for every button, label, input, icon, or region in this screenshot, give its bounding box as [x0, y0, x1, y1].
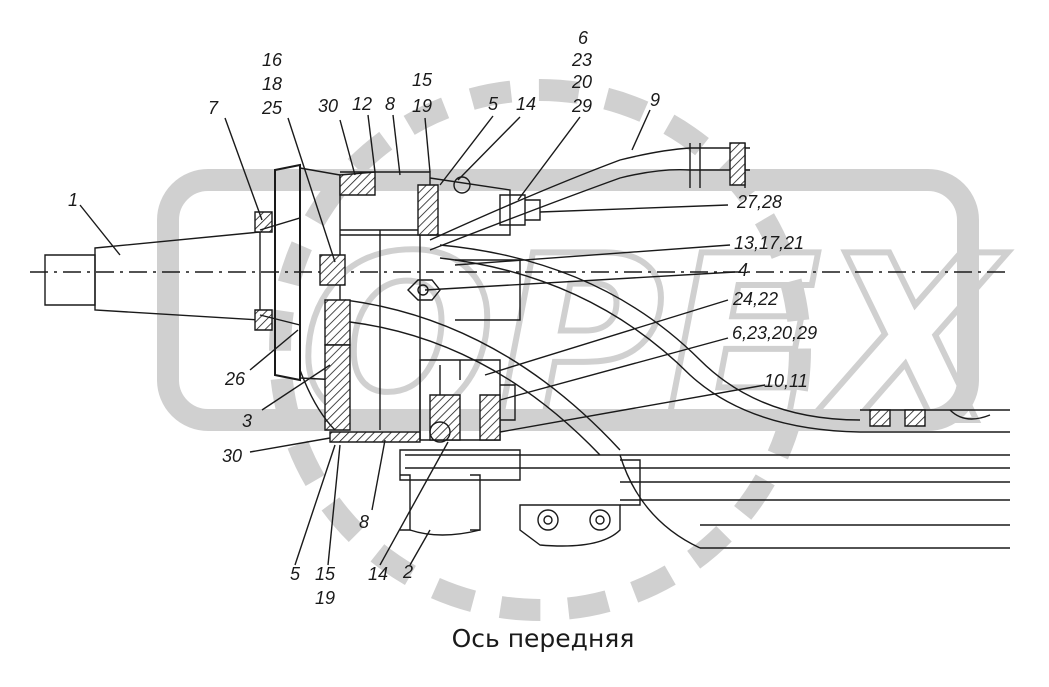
callout-8-bottom: 8 — [359, 512, 369, 532]
watermark-logo: OPEX — [157, 79, 1011, 621]
callout-1: 1 — [68, 190, 78, 210]
callout-27-28: 27,28 — [736, 192, 782, 212]
callout-15-top: 15 — [412, 70, 433, 90]
callout-10-11: 10,11 — [764, 371, 808, 391]
callout-8-top: 8 — [385, 94, 395, 114]
spindle — [30, 211, 1010, 331]
callout-19-bottom: 19 — [315, 588, 335, 608]
callout-23: 23 — [571, 50, 592, 70]
leader-lines — [79, 109, 766, 566]
callout-20: 20 — [571, 72, 592, 92]
callout-24-22: 24,22 — [732, 289, 778, 309]
callout-6: 6 — [578, 28, 589, 48]
callout-16: 16 — [262, 50, 283, 70]
callout-7: 7 — [208, 98, 219, 118]
callout-14-bottom: 14 — [368, 564, 388, 584]
callout-18: 18 — [262, 74, 282, 94]
king-pin-top — [339, 171, 541, 236]
callout-5-top: 5 — [488, 94, 499, 114]
callout-14-top: 14 — [516, 94, 536, 114]
callout-3: 3 — [242, 411, 252, 431]
lower-bracket — [399, 359, 641, 547]
callout-30-top: 30 — [318, 96, 338, 116]
callout-15-bottom: 15 — [315, 564, 336, 584]
callout-13-17-21: 13,17,21 — [734, 233, 804, 253]
callout-2: 2 — [402, 562, 413, 582]
callout-30-bottom: 30 — [222, 446, 242, 466]
diagram-caption: Ось передняя — [451, 624, 635, 653]
callout-4: 4 — [738, 260, 748, 280]
callout-29: 29 — [571, 96, 592, 116]
callout-labels: 16 18 25 7 30 12 8 15 19 5 14 6 23 20 29… — [68, 28, 817, 608]
steering-arm — [429, 142, 750, 251]
callout-6-23-20-29: 6,23,20,29 — [732, 323, 817, 343]
callout-12: 12 — [352, 94, 372, 114]
callout-26: 26 — [224, 369, 246, 389]
callout-25: 25 — [261, 98, 283, 118]
axle-beam — [405, 409, 1010, 549]
callout-9: 9 — [650, 90, 660, 110]
callout-5-bottom: 5 — [290, 564, 301, 584]
steering-knuckle — [274, 163, 421, 443]
callout-19-top: 19 — [412, 96, 432, 116]
